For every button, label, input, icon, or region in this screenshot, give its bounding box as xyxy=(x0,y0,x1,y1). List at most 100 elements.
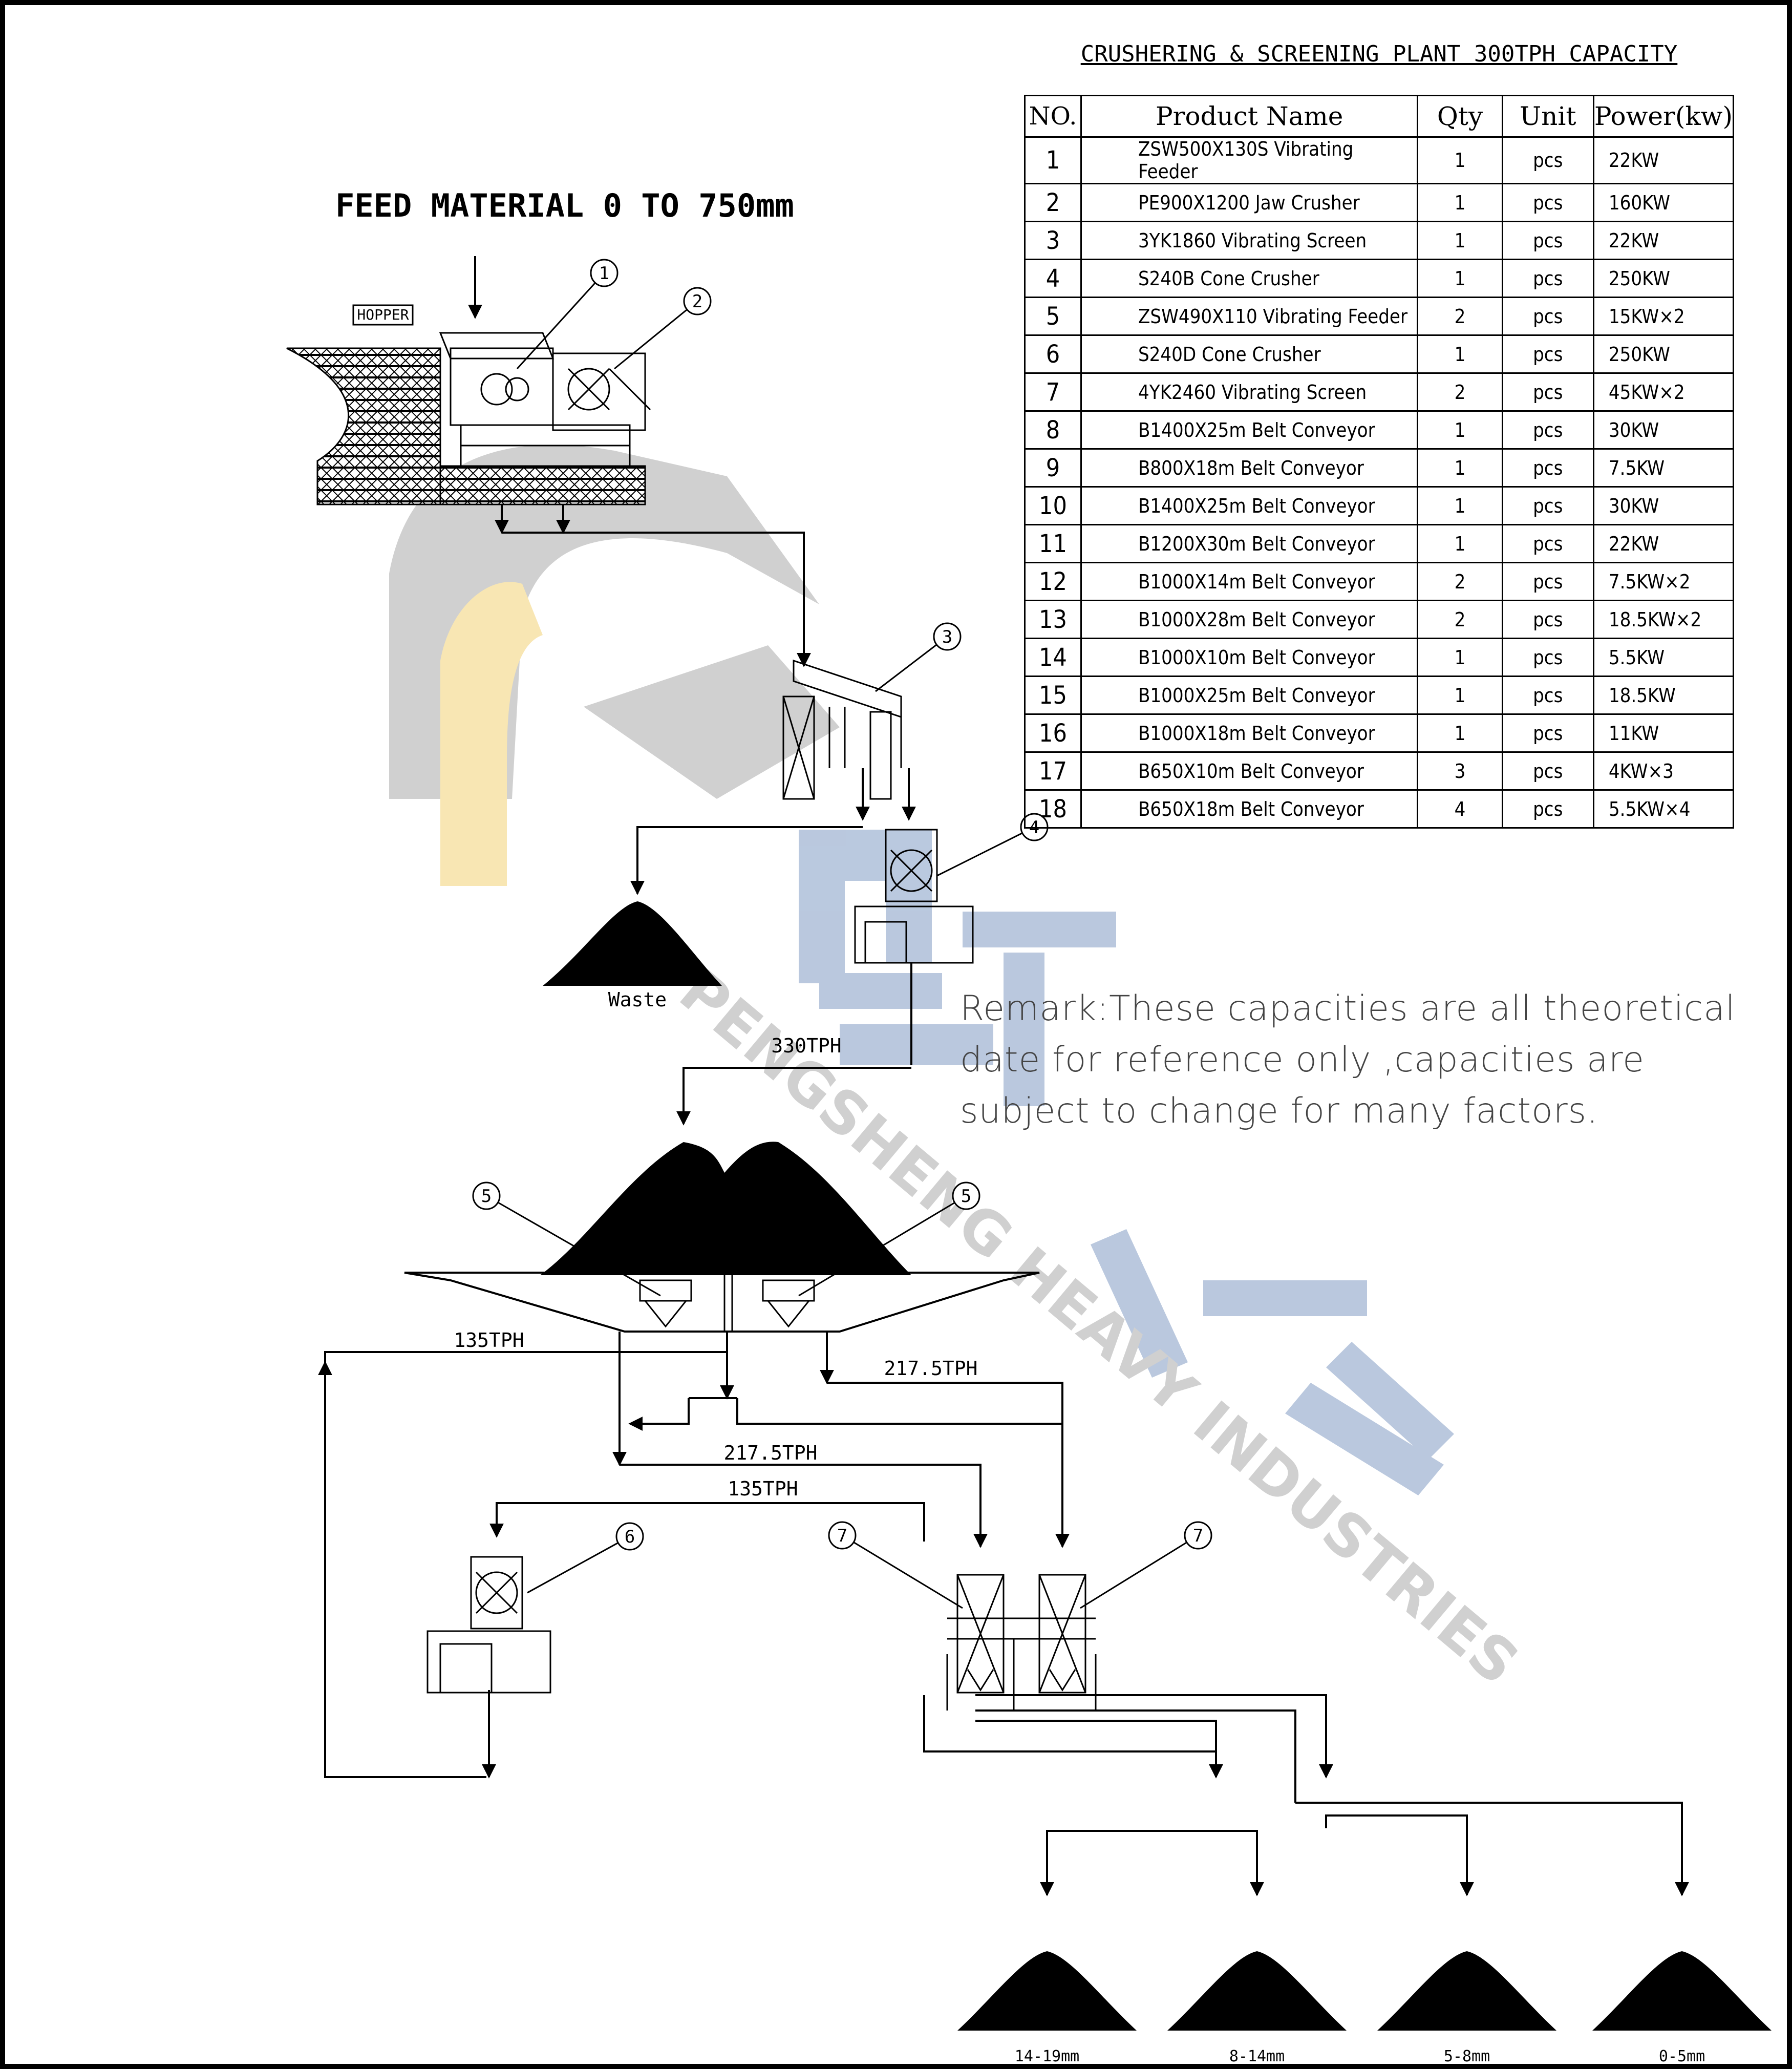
table-cell: 2 xyxy=(1024,183,1082,222)
table-cell: pcs xyxy=(1501,675,1594,715)
table-cell: 11 xyxy=(1024,524,1082,563)
table-cell: 16 xyxy=(1024,713,1082,753)
callout-3: 3 xyxy=(875,622,962,692)
table-cell: 18 xyxy=(1024,789,1082,829)
product-pile-1 xyxy=(957,1951,1137,2031)
product-label-1: 14-19mm xyxy=(1015,2047,1079,2065)
table-cell: pcs xyxy=(1501,713,1594,753)
remark-text: Remark:These capacities are all theoreti… xyxy=(960,988,1736,1131)
product-label-3: 5-8mm xyxy=(1444,2047,1490,2065)
table-cell: S240B Cone Crusher xyxy=(1080,259,1419,298)
table-cell: 2 xyxy=(1417,562,1503,601)
table-cell: pcs xyxy=(1501,221,1594,260)
table-cell: 4KW×3 xyxy=(1592,751,1735,791)
table-cell: pcs xyxy=(1501,751,1594,791)
table-cell: 1 xyxy=(1417,713,1503,753)
table-cell: 18.5KW xyxy=(1592,675,1735,715)
table-cell: pcs xyxy=(1501,600,1594,639)
table-cell: 30KW xyxy=(1592,410,1735,450)
vibrating-screen-3 xyxy=(782,659,902,800)
table-cell: 250KW xyxy=(1592,259,1735,298)
callout-7-right: 7 xyxy=(1080,1521,1212,1609)
flow-label-135b: 135TPH xyxy=(728,1477,798,1500)
hopper-structure: HOPPER xyxy=(286,256,646,505)
table-cell: pcs xyxy=(1501,136,1594,184)
table-cell: 22KW xyxy=(1592,524,1735,563)
waste-label: Waste xyxy=(608,988,667,1011)
table-cell: 12 xyxy=(1024,562,1082,601)
table-cell: 6 xyxy=(1024,334,1082,374)
table-cell: 1 xyxy=(1417,183,1503,222)
table-cell: 5.5KW×4 xyxy=(1592,789,1735,829)
header-qty: Qty xyxy=(1417,95,1503,138)
table-cell: pcs xyxy=(1501,297,1594,336)
table-cell: 7 xyxy=(1024,372,1082,412)
table-cell: 1 xyxy=(1417,524,1503,563)
table-cell: 9 xyxy=(1024,448,1082,488)
table-cell: B1400X25m Belt Conveyor xyxy=(1080,410,1419,450)
table-cell: 5.5KW xyxy=(1592,638,1735,677)
table-cell: 18.5KW×2 xyxy=(1592,600,1735,639)
table-cell: 14 xyxy=(1024,638,1082,677)
flow-label-2175a: 217.5TPH xyxy=(884,1357,977,1380)
table-header-row: NO. Product Name Qty Unit Power(kw) xyxy=(1024,95,1735,138)
header-product-name: Product Name xyxy=(1080,95,1419,138)
svg-text:7: 7 xyxy=(1193,1526,1203,1546)
table-cell: S240D Cone Crusher xyxy=(1080,334,1419,374)
table-cell: 1 xyxy=(1417,638,1503,677)
table-cell: 15KW×2 xyxy=(1592,297,1735,336)
table-cell: pcs xyxy=(1501,410,1594,450)
table-cell: 3 xyxy=(1024,221,1082,260)
table-cell: 17 xyxy=(1024,751,1082,791)
product-label-2: 8-14mm xyxy=(1229,2047,1285,2065)
product-pile-3 xyxy=(1377,1951,1556,2031)
svg-text:2: 2 xyxy=(692,291,702,312)
table-cell: 1 xyxy=(1417,334,1503,374)
table-cell: 250KW xyxy=(1592,334,1735,374)
table-cell: pcs xyxy=(1501,562,1594,601)
flow-label-330: 330TPH xyxy=(771,1034,841,1057)
feeder-jaw-crusher-unit xyxy=(439,332,651,467)
callout-6: 6 xyxy=(527,1522,644,1594)
table-cell: B1200X30m Belt Conveyor xyxy=(1080,524,1419,563)
callout-5-right: 5 xyxy=(798,1181,980,1297)
table-cell: 45KW×2 xyxy=(1592,372,1735,412)
table-cell: 2 xyxy=(1417,297,1503,336)
svg-text:3: 3 xyxy=(942,627,952,647)
waste-pile xyxy=(543,901,722,986)
table-cell: 3 xyxy=(1417,751,1503,791)
table-cell: B1000X25m Belt Conveyor xyxy=(1080,675,1419,715)
table-cell: 8 xyxy=(1024,410,1082,450)
product-pile-4 xyxy=(1592,1951,1772,2031)
header-power: Power(kw) xyxy=(1592,95,1735,138)
table-cell: 7.5KW×2 xyxy=(1592,562,1735,601)
table-cell: B1000X10m Belt Conveyor xyxy=(1080,638,1419,677)
table-cell: 1 xyxy=(1417,486,1503,525)
table-cell: B1000X18m Belt Conveyor xyxy=(1080,713,1419,753)
svg-text:5: 5 xyxy=(961,1186,971,1207)
table-cell: pcs xyxy=(1501,183,1594,222)
table-cell: B1000X14m Belt Conveyor xyxy=(1080,562,1419,601)
table-cell: ZSW500X130S Vibrating Feeder xyxy=(1080,136,1419,184)
table-cell: 2 xyxy=(1417,372,1503,412)
table-cell: ZSW490X110 Vibrating Feeder xyxy=(1080,297,1419,336)
callout-7-left: 7 xyxy=(828,1521,963,1609)
table-cell: 5 xyxy=(1024,297,1082,336)
table-cell: 22KW xyxy=(1592,136,1735,184)
